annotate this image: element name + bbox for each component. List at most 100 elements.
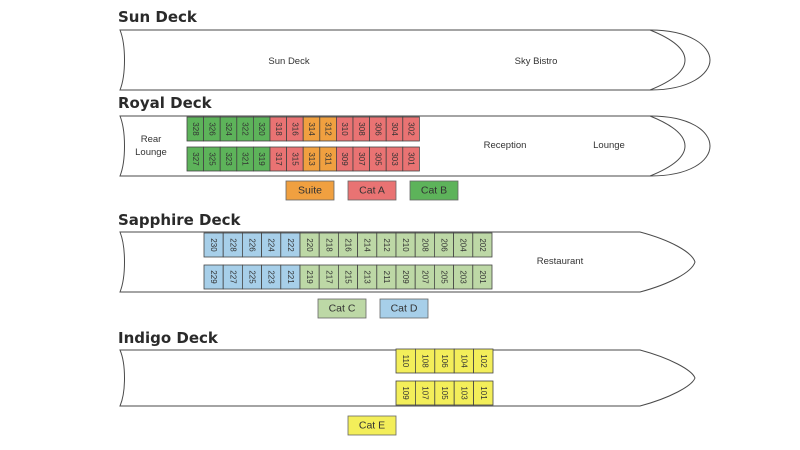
cabin-number: 204 <box>459 238 468 252</box>
cabin-number: 215 <box>344 270 353 284</box>
cabin-number: 317 <box>274 152 283 166</box>
sun-deck-title: Sun Deck <box>118 8 198 26</box>
cabin-number: 221 <box>286 270 295 284</box>
cabin-302[interactable] <box>402 116 420 142</box>
cabin-number: 107 <box>421 386 430 400</box>
restaurant-label: Restaurant <box>537 256 584 267</box>
cabin-number: 302 <box>407 122 416 136</box>
legend-label: Cat D <box>391 303 418 315</box>
legend-swatch-cat-a <box>347 180 397 201</box>
cabin-number: 323 <box>224 152 233 166</box>
cabin-number: 305 <box>373 152 382 166</box>
cabin-number: 214 <box>363 238 372 252</box>
cabin-number: 322 <box>241 122 250 136</box>
sapphire-deck-title: Sapphire Deck <box>118 211 242 229</box>
cabin-number: 217 <box>324 270 333 284</box>
cabin-number: 321 <box>241 152 250 166</box>
sun-deck: Sun Deck Sun Deck Sky Bistro <box>118 8 711 91</box>
cabin-number: 202 <box>478 238 487 252</box>
cabin-number: 101 <box>479 386 488 400</box>
cabin-number: 223 <box>267 270 276 284</box>
rear-lounge-label-line2: Lounge <box>135 147 167 158</box>
legend-label: Cat B <box>421 185 447 197</box>
cabin-number: 320 <box>257 122 266 136</box>
sun-deck-bow-curve <box>649 29 686 91</box>
cabin-number: 230 <box>209 238 218 252</box>
cabin-number: 318 <box>274 122 283 136</box>
cabin-number: 104 <box>459 354 468 368</box>
cabin-number: 220 <box>305 238 314 252</box>
sapphire-deck: Sapphire Deck Restaurant 230 228 226 224 222… <box>118 211 696 319</box>
cabin-number: 108 <box>421 354 430 368</box>
cabin-number: 229 <box>209 270 218 284</box>
royal-deck: Royal Deck Rear Lounge Reception Lounge … <box>118 94 711 201</box>
cabin-number: 208 <box>420 238 429 252</box>
cabin-number: 314 <box>307 122 316 136</box>
cabin-number: 106 <box>440 354 449 368</box>
legend-swatch-cat-b <box>409 180 459 201</box>
cabin-number: 228 <box>228 238 237 252</box>
cabin-number: 205 <box>440 270 449 284</box>
royal-deck-title: Royal Deck <box>118 94 213 112</box>
lounge-label: Lounge <box>593 140 625 151</box>
rear-lounge-label-line1: Rear <box>141 134 162 145</box>
cabin-number: 303 <box>390 152 399 166</box>
cabin-number: 306 <box>373 122 382 136</box>
cabin-202[interactable] <box>472 232 493 258</box>
legend-label: Cat A <box>359 185 385 197</box>
cabin-number: 105 <box>440 386 449 400</box>
cabin-201[interactable] <box>472 264 493 290</box>
cabin-number: 207 <box>420 270 429 284</box>
indigo-deck-hull <box>119 349 696 407</box>
cabin-number: 103 <box>459 386 468 400</box>
cabin-number: 328 <box>191 122 200 136</box>
cabin-number: 324 <box>224 122 233 136</box>
cabin-number: 307 <box>357 152 366 166</box>
cabin-number: 319 <box>257 152 266 166</box>
sky-bistro-label: Sky Bistro <box>515 56 558 67</box>
legend-swatch-cat-d <box>379 298 429 319</box>
cabin-number: 222 <box>286 238 295 252</box>
cabin-number: 309 <box>340 152 349 166</box>
cabin-301[interactable] <box>402 146 420 172</box>
royal-deck-bow-curve <box>649 115 686 177</box>
cabin-number: 326 <box>207 122 216 136</box>
indigo-legend: Cat E <box>347 415 397 436</box>
cabin-number: 226 <box>248 238 257 252</box>
legend-label: Cat E <box>359 420 385 432</box>
legend-label: Cat C <box>329 303 356 315</box>
cabin-number: 209 <box>401 270 410 284</box>
sun-deck-hull <box>119 29 711 91</box>
cabin-number: 225 <box>248 270 257 284</box>
cabin-number: 315 <box>290 152 299 166</box>
indigo-cabins: 110 108 106 104 102 109 107 105 103 101 <box>395 348 494 406</box>
cabin-number: 308 <box>357 122 366 136</box>
cabin-number: 310 <box>340 122 349 136</box>
cabin-number: 216 <box>344 238 353 252</box>
sapphire-legend: Cat C Cat D <box>317 298 429 319</box>
cabin-101[interactable] <box>473 380 494 406</box>
cabin-number: 212 <box>382 238 391 252</box>
cabin-number: 211 <box>382 271 391 284</box>
cabin-number: 210 <box>401 238 410 252</box>
cabin-number: 219 <box>305 270 314 284</box>
sun-deck-area-label: Sun Deck <box>268 56 309 67</box>
cabin-number: 304 <box>390 122 399 136</box>
cabin-number: 201 <box>478 270 487 284</box>
legend-swatch-cat-e <box>347 415 397 436</box>
cabin-number: 203 <box>459 270 468 284</box>
cabin-number: 109 <box>401 386 410 400</box>
cabin-number: 110 <box>401 355 410 368</box>
cabin-number: 102 <box>479 354 488 368</box>
cabin-number: 224 <box>267 238 276 252</box>
cabin-102[interactable] <box>473 348 494 374</box>
cabin-number: 227 <box>228 270 237 284</box>
cabin-number: 311 <box>324 153 333 166</box>
cabin-number: 213 <box>363 270 372 284</box>
cabin-number: 325 <box>207 152 216 166</box>
cabin-number: 313 <box>307 152 316 166</box>
